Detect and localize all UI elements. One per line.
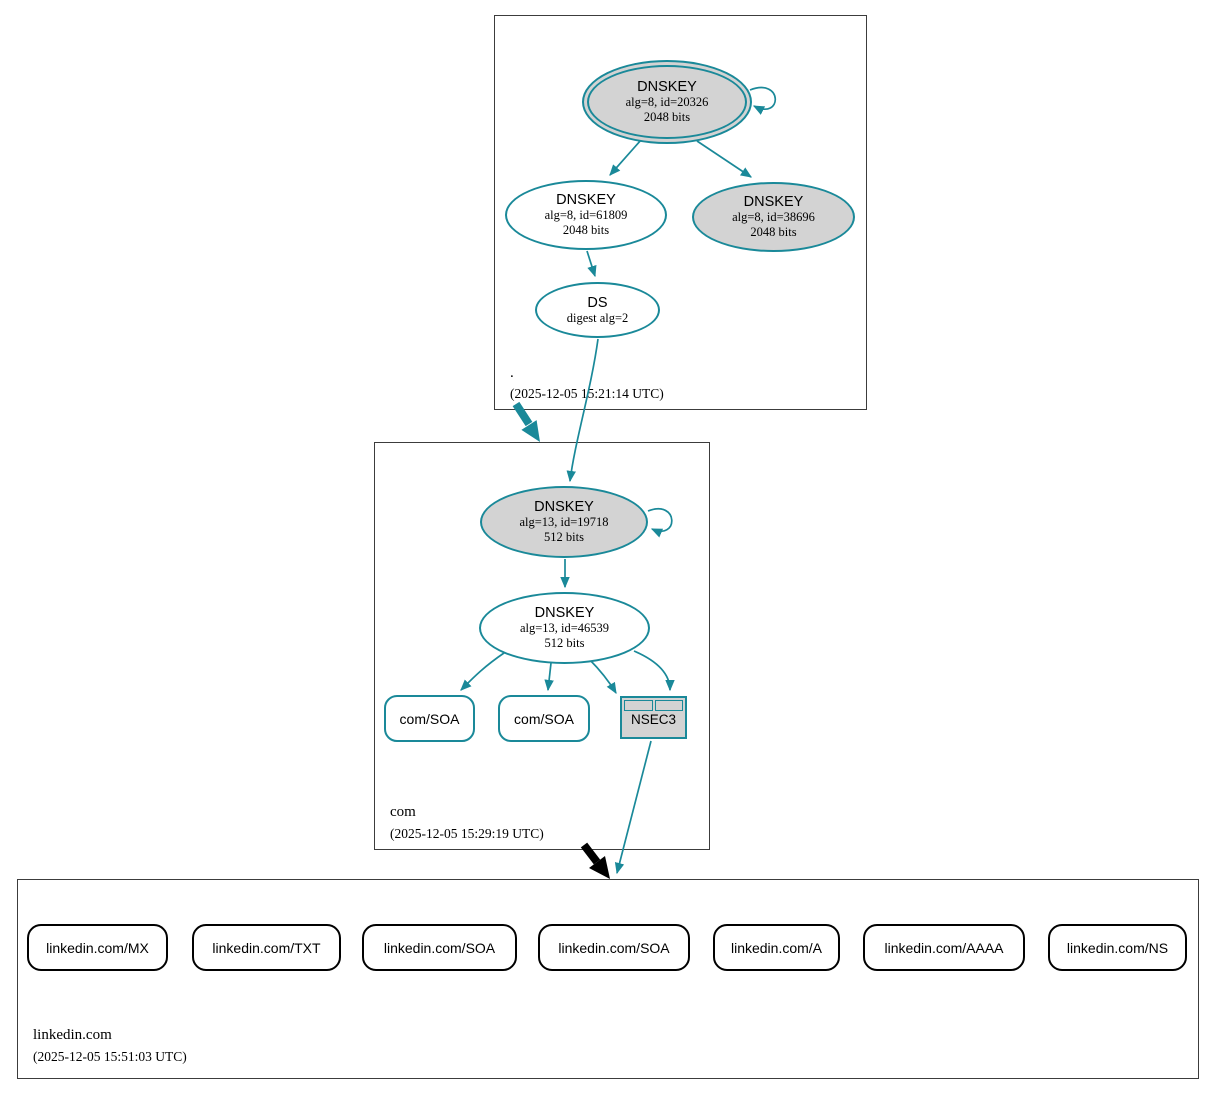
nsec3-cell: [654, 700, 683, 711]
node-com-ksk-dnskey: DNSKEY alg=13, id=19718 512 bits: [480, 486, 648, 558]
node-title: DNSKEY: [556, 192, 616, 209]
node-detail: 512 bits: [544, 636, 585, 651]
node-title: DNSKEY: [637, 79, 697, 96]
zone-timestamp-root: (2025-12-05 15:21:14 UTC): [510, 386, 664, 401]
delegation-root-to-com-head: [521, 420, 540, 442]
node-detail: 2048 bits: [750, 225, 797, 240]
node-detail: alg=13, id=19718: [519, 515, 609, 530]
zone-label-com: com: [390, 804, 416, 820]
node-detail: alg=8, id=38696: [732, 210, 815, 225]
delegation-com-to-linkedin-head: [589, 856, 610, 879]
nsec3-label: NSEC3: [630, 712, 676, 727]
zone-label-linkedin: linkedin.com: [33, 1027, 112, 1043]
node-root-dnskey-38696: DNSKEY alg=8, id=38696 2048 bits: [692, 182, 855, 252]
node-root-ksk-dnskey: DNSKEY alg=8, id=20326 2048 bits: [582, 60, 752, 144]
node-com-soa-1: com/SOA: [384, 695, 475, 742]
node-linkedin-soa-1: linkedin.com/SOA: [362, 924, 517, 971]
node-title: DNSKEY: [534, 499, 594, 516]
node-root-ds: DS digest alg=2: [535, 282, 660, 338]
node-root-ksk-inner: DNSKEY alg=8, id=20326 2048 bits: [587, 65, 747, 139]
nsec3-cell: [624, 700, 653, 711]
zone-timestamp-com: (2025-12-05 15:29:19 UTC): [390, 826, 544, 841]
node-title: DNSKEY: [534, 605, 595, 622]
node-com-nsec3: NSEC3: [620, 696, 687, 739]
node-detail: 2048 bits: [643, 110, 691, 125]
node-linkedin-aaaa: linkedin.com/AAAA: [863, 924, 1025, 971]
zone-box-linkedin: linkedin.com (2025-12-05 15:51:03 UTC): [17, 879, 1199, 1079]
node-linkedin-mx: linkedin.com/MX: [27, 924, 168, 971]
node-detail: alg=8, id=61809: [544, 208, 628, 223]
node-detail: alg=8, id=20326: [625, 95, 709, 110]
node-detail: 512 bits: [544, 530, 584, 545]
nsec3-cells: [622, 698, 685, 711]
node-linkedin-txt: linkedin.com/TXT: [192, 924, 341, 971]
node-com-soa-2: com/SOA: [498, 695, 590, 742]
node-com-zsk-dnskey: DNSKEY alg=13, id=46539 512 bits: [479, 592, 650, 664]
node-title: DS: [587, 294, 608, 311]
node-detail: digest alg=2: [566, 310, 629, 325]
node-linkedin-ns: linkedin.com/NS: [1048, 924, 1187, 971]
node-linkedin-a: linkedin.com/A: [713, 924, 840, 971]
node-detail: 2048 bits: [562, 223, 610, 238]
node-detail: alg=13, id=46539: [519, 621, 610, 636]
node-linkedin-soa-2: linkedin.com/SOA: [538, 924, 690, 971]
zone-timestamp-linkedin: (2025-12-05 15:51:03 UTC): [33, 1049, 187, 1064]
zone-label-root: .: [510, 365, 514, 381]
node-root-zsk-dnskey: DNSKEY alg=8, id=61809 2048 bits: [505, 180, 667, 250]
node-title: DNSKEY: [743, 194, 804, 211]
